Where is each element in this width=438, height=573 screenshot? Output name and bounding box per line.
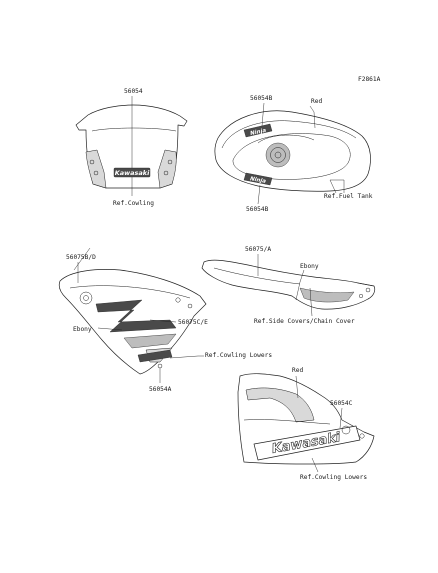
windshield-group: Kawasaki 56054 Ref.Cowling xyxy=(75,88,188,207)
tank-decal-top xyxy=(243,123,273,138)
windshield-part-number: 56054 xyxy=(124,88,143,95)
lower-cowl-part-number: 56054C xyxy=(330,400,353,407)
tank-part-top: 56054B xyxy=(250,95,273,102)
lower-cowl-ref: Ref.Cowling Lowers xyxy=(300,474,367,481)
upper-cowl-plate xyxy=(137,349,173,363)
windshield-ref: Ref.Cowling xyxy=(113,200,154,207)
side-cover-part xyxy=(201,259,376,310)
upper-cowl-part-stripe: 56075C/E xyxy=(178,319,208,326)
upper-cowl-part-bottom: 56054A xyxy=(149,386,172,393)
windshield-right-bracket xyxy=(157,149,177,189)
lower-cowl-group: Kawasaki Red 56054C Ref.Cowling Lowers xyxy=(237,367,375,481)
tank-decal-bottom-text: Ninja xyxy=(250,176,267,185)
figure-code: F2861A xyxy=(358,76,381,83)
side-cover-part-number: 56075/A xyxy=(245,246,271,253)
windshield-logo-text: Kawasaki xyxy=(115,169,150,177)
upper-cowl-stripe xyxy=(95,299,177,333)
tank-part-bottom: 56054B xyxy=(246,206,269,213)
fuel-cap xyxy=(265,142,291,168)
tank-color: Red xyxy=(311,98,322,105)
side-cover-color: Ebony xyxy=(300,263,319,270)
side-cover-group: 56075/A Ebony Ref.Side Covers/Chain Cove… xyxy=(201,246,376,325)
upper-cowl-color: Ebony xyxy=(73,326,92,333)
tank-ref: Ref.Fuel Tank xyxy=(324,193,373,200)
upper-cowl-ref: Ref.Cowling Lowers xyxy=(205,352,272,359)
tank-decal-bottom xyxy=(243,172,273,186)
side-cover-ref: Ref.Side Covers/Chain Cover xyxy=(254,318,355,325)
windshield-left-bracket xyxy=(85,149,107,189)
upper-cowl-part-top: 56075B/D xyxy=(66,254,96,261)
upper-cowl-group: 56075B/D 56075C/E Ebony Ref.Cowling Lowe… xyxy=(58,247,272,393)
lower-cowl-logo-decal xyxy=(253,425,361,461)
tank-decal-top-text: Ninja xyxy=(250,128,267,137)
fuel-tank-group: Ninja Ninja 56054B Red Ref.Fuel Tank 560… xyxy=(214,95,373,213)
lower-cowl-color: Red xyxy=(292,367,303,374)
